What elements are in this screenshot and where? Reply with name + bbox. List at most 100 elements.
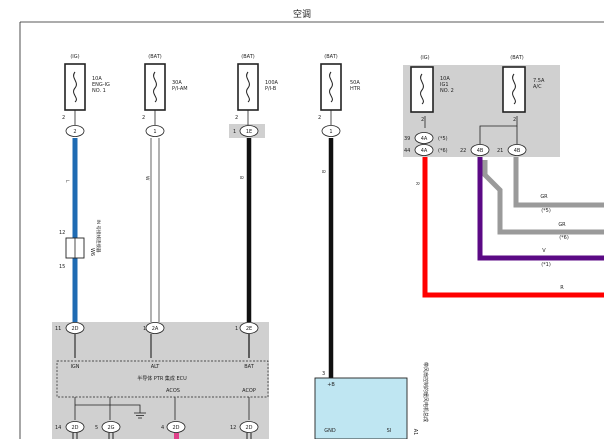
ecu-pin-1: 11 2D IGN [55,322,85,370]
wire-mark-w: W [144,176,150,181]
output-1-color: GR [540,194,548,200]
svg-text:44: 44 [404,148,410,154]
svg-text:14: 14 [55,425,61,431]
svg-text:(IG): (IG) [70,54,79,60]
svg-text:(*5): (*5) [438,136,448,142]
ecu-acos: ACOS [166,388,180,394]
ecu-pin-2: 1 2A ALT [143,322,165,370]
svg-text:2G: 2G [107,425,114,431]
output-2-note: (*6) [559,235,569,241]
svg-text:2: 2 [73,129,76,135]
blower-ecu: 3 +B GND SI A1 带风扇控制的暖风电机总成 [314,362,429,439]
svg-text:1: 1 [143,326,146,332]
svg-text:2D: 2D [71,326,78,332]
svg-text:1E: 1E [246,129,252,135]
svg-text:4B: 4B [477,148,484,154]
svg-text:IG1: IG1 [440,82,449,88]
wire-gray-2 [482,160,604,235]
svg-text:2: 2 [421,117,424,123]
ecu-box [52,322,269,439]
svg-text:10A: 10A [92,76,102,82]
svg-text:ALT: ALT [151,364,161,370]
svg-text:10A: 10A [440,76,450,82]
svg-text:2D: 2D [245,425,252,431]
wire-mark-b1: B [238,176,244,179]
svg-text:P/I-B: P/I-B [265,86,277,92]
svg-text:ENG-IG: ENG-IG [92,82,110,88]
output-3-note: (*1) [541,262,551,268]
svg-text:39: 39 [404,136,410,142]
svg-text:HTR: HTR [350,86,361,92]
wire-mark-r: R [414,182,420,185]
ecu-bottom-pin-1: 14 2D [55,421,85,433]
conn-f2: 1 [145,125,165,137]
output-3-color: V [542,248,546,254]
svg-text:12: 12 [59,230,65,236]
svg-text:SI: SI [387,428,392,434]
ecu-name: 半导体 PTR 集成 ECU [137,375,187,382]
svg-text:15: 15 [59,264,65,270]
svg-text:2A: 2A [152,326,159,332]
svg-text:(IG): (IG) [420,55,429,61]
output-1-note: (*5) [541,208,551,214]
wire-mark-l: L [64,180,70,183]
svg-text:100A: 100A [265,80,279,86]
svg-text:+B: +B [327,382,335,388]
svg-text:4B: 4B [514,148,521,154]
conn-f1: 2 [65,125,85,137]
fuse-f3: (BAT) 100A P/I-B 2 [235,54,279,121]
svg-text:(BAT): (BAT) [148,54,161,60]
svg-text:4A: 4A [421,136,428,142]
svg-text:A/C: A/C [533,84,542,90]
svg-text:3: 3 [322,371,325,377]
svg-text:22: 22 [460,148,466,154]
svg-text:A1: A1 [412,429,418,436]
svg-text:(*6): (*6) [438,148,448,154]
svg-text:1: 1 [153,129,156,135]
svg-text:带风扇控制的暖风电机总成: 带风扇控制的暖风电机总成 [422,362,429,422]
svg-text:7.5A: 7.5A [533,78,545,84]
svg-text:2: 2 [318,115,321,121]
svg-text:P/I-AM: P/I-AM [172,86,188,92]
relay-conn-2: 44 4A (*6) [404,144,448,156]
svg-text:NO. 1: NO. 1 [92,88,106,94]
fuse-f5: (IG) 10A IG1 NO. 2 2 [410,55,454,123]
diode-junction: 12 15 W6 IN 号接线连接器 [59,219,102,270]
ecu-bottom-pin-4: 12 2D [230,421,259,433]
svg-text:2D: 2D [172,425,179,431]
output-4-color: R [560,285,564,291]
wire-mark-b2: B [320,170,326,173]
ecu-bottom-pin-3: 4 2D [161,421,186,433]
wire-gray-1 [513,157,604,208]
svg-text:1: 1 [329,129,332,135]
svg-text:BAT: BAT [244,364,254,370]
fuse-f2: (BAT) 30A P/I-AM 2 [142,54,188,121]
svg-text:IN 号接线连接器: IN 号接线连接器 [95,219,102,253]
svg-text:2D: 2D [71,425,78,431]
svg-text:(BAT): (BAT) [510,55,523,61]
svg-text:IGN: IGN [70,364,79,370]
wire-purple [477,157,604,261]
svg-text:50A: 50A [350,80,360,86]
svg-text:21: 21 [497,148,503,154]
svg-text:(BAT): (BAT) [324,54,337,60]
ecu-bottom-pin-2: 5 2G [95,421,121,433]
svg-text:2: 2 [142,115,145,121]
svg-text:1: 1 [233,129,236,135]
svg-text:GND: GND [324,428,336,434]
svg-text:4: 4 [161,425,164,431]
relay-conn-1: 39 4A (*5) [404,132,448,144]
ecu-dashed-block [56,360,269,398]
conn-f4: 1 [321,125,341,137]
svg-text:1: 1 [235,326,238,332]
fuse-f6: (BAT) 7.5A A/C 2 [502,55,545,123]
svg-text:NO. 2: NO. 2 [440,88,454,94]
svg-text:(BAT): (BAT) [241,54,254,60]
conn-f3: 1 1E [233,125,259,137]
svg-text:W6: W6 [89,248,95,256]
output-2-color: GR [558,222,566,228]
svg-text:12: 12 [230,425,236,431]
svg-text:2E: 2E [246,326,252,332]
ecu-pin-3: 1 2E BAT [235,322,259,370]
